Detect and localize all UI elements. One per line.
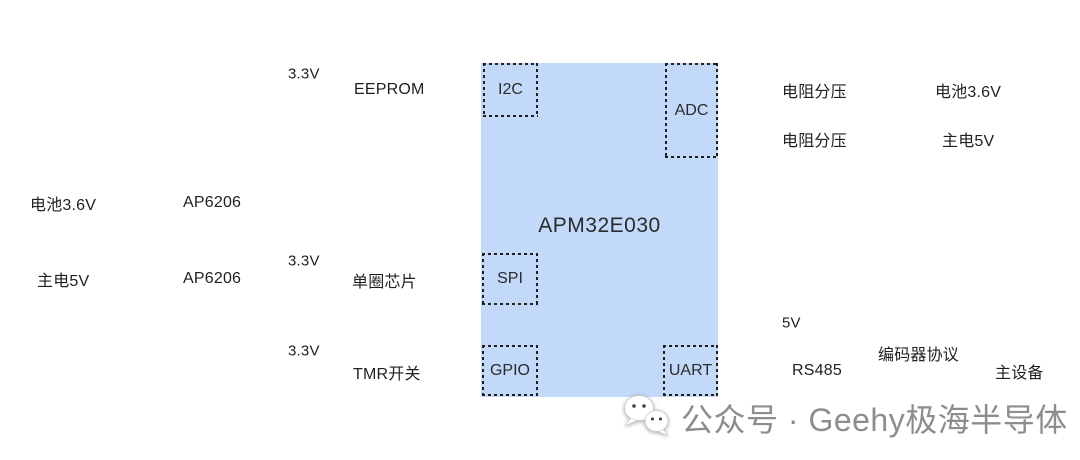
- spi-port-label: SPI: [497, 270, 523, 287]
- label-encoder-protocol: 编码器协议: [878, 347, 960, 364]
- label-rail-3v3-top: 3.3V: [288, 65, 320, 83]
- label-rail-3v3-mid: 3.3V: [288, 252, 320, 270]
- label-regulator-bottom: AP6206: [183, 270, 242, 287]
- adc-port-label: ADC: [674, 101, 709, 119]
- i2c-port-label: I2C: [498, 81, 523, 98]
- adc-port-box: ADC: [665, 63, 718, 158]
- i2c-port-box: I2C: [483, 63, 538, 117]
- label-mains-5v-left: 主电5V: [37, 273, 90, 290]
- label-mains-5v-right: 主电5V: [942, 133, 995, 150]
- label-single-turn-chip: 单圈芯片: [352, 274, 417, 291]
- label-battery-3v6-left: 电池3.6V: [30, 197, 97, 214]
- label-battery-3v6-right: 电池3.6V: [935, 84, 1002, 101]
- label-divider-top: 电阻分压: [782, 84, 847, 101]
- mcu-name: APM32E030: [538, 214, 661, 237]
- label-rail-3v3-bottom: 3.3V: [288, 342, 320, 360]
- label-master-device: 主设备: [995, 365, 1044, 382]
- label-divider-bottom: 电阻分压: [782, 133, 847, 150]
- label-rail-5v: 5V: [782, 314, 801, 332]
- label-tmr-switch: TMR开关: [353, 366, 421, 383]
- gpio-port-label: GPIO: [489, 361, 530, 379]
- uart-port-label: UART: [668, 361, 713, 379]
- label-eeprom: EEPROM: [354, 81, 425, 98]
- gpio-port-box: GPIO: [482, 345, 538, 396]
- footer-watermark-text: 公众号 · Geehy极海半导体: [681, 402, 1068, 438]
- label-regulator-top: AP6206: [183, 194, 242, 211]
- spi-port-box: SPI: [482, 253, 538, 305]
- label-rs485: RS485: [792, 362, 842, 379]
- uart-port-box: UART: [663, 345, 718, 396]
- mcu-block: APM32E030 I2C ADC SPI GPIO UART: [481, 63, 718, 397]
- wechat-icon: [622, 394, 672, 438]
